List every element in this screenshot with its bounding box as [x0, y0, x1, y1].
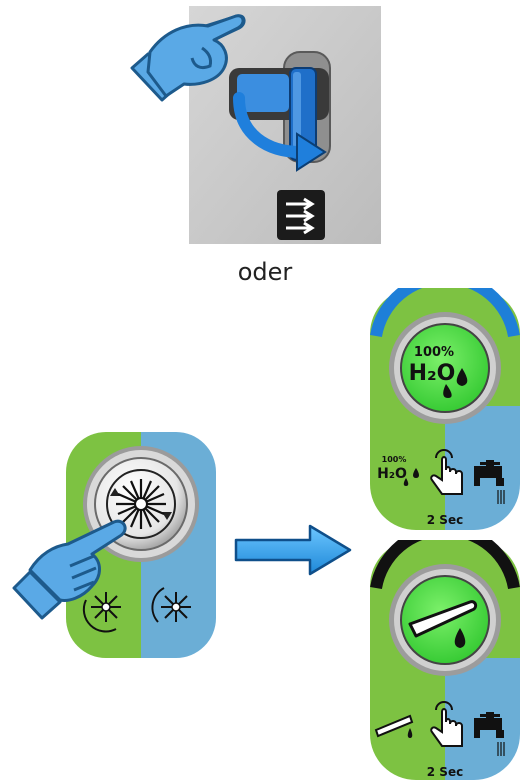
small-line-1: 100% [382, 455, 407, 464]
small-line-2: H₂O [377, 466, 407, 482]
hand-icon [130, 14, 245, 102]
brush-icon [151, 587, 191, 623]
switch-photo [189, 6, 381, 244]
acid-pour-icon [408, 600, 478, 648]
triple-arrow-icon [277, 190, 325, 240]
pressing-hand-icon [12, 519, 127, 620]
water-drops-icon [443, 368, 468, 398]
right-arrow-icon [234, 524, 352, 576]
acid-ring [370, 540, 520, 590]
water-panel[interactable]: 100% H₂O 100% H₂O 2 Sec [370, 288, 520, 530]
brush-icon [82, 592, 121, 633]
faucet-icon [474, 712, 505, 756]
touch-hold-icon [430, 701, 463, 747]
acid-panel[interactable]: 2 Sec [370, 540, 520, 780]
small-drops-icon [403, 468, 419, 486]
separator-text: oder [237, 258, 293, 286]
faucet-icon [474, 460, 505, 504]
water-ring [370, 288, 520, 338]
curved-arrow-icon [233, 92, 307, 158]
button-line-1: 100% [414, 345, 454, 360]
brush-rotate-icon [106, 469, 176, 539]
touch-hold-icon [430, 449, 463, 495]
hold-time-label: 2 Sec [427, 765, 463, 779]
small-acid-icon [374, 714, 414, 738]
hold-time-label: 2 Sec [427, 513, 463, 527]
button-line-2: H₂O [409, 361, 456, 386]
